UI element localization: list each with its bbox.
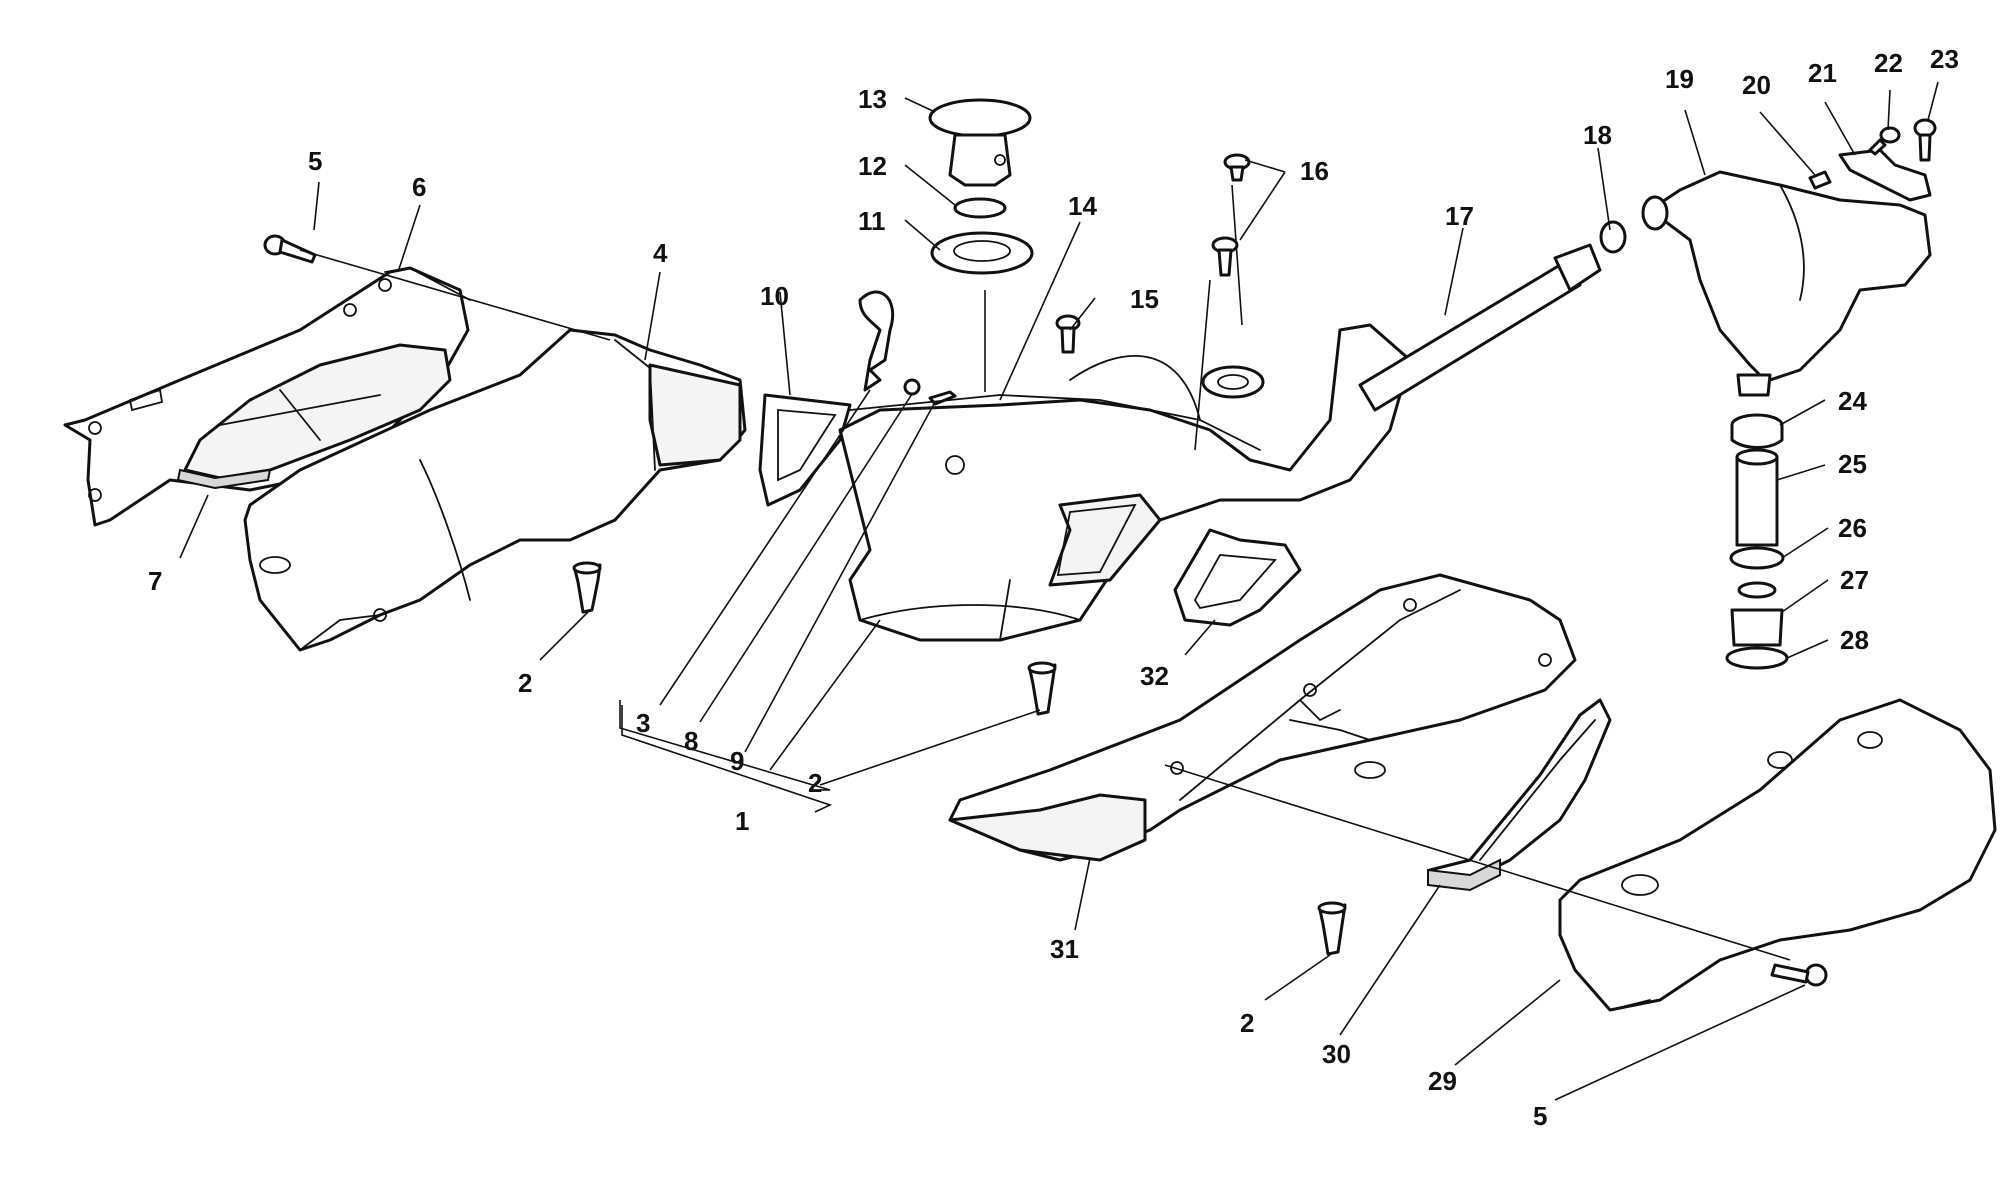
callout-4: 4: [653, 238, 668, 268]
screw-16b-part: [1211, 236, 1239, 277]
callout-5-bottom: 5: [1533, 1101, 1547, 1131]
callout-18: 18: [1583, 120, 1612, 150]
callout-6: 6: [412, 172, 426, 202]
screen-insert-part: [1427, 698, 1612, 892]
callout-2-center: 2: [808, 768, 822, 798]
callout-24: 24: [1838, 386, 1867, 416]
callout-32: 32: [1140, 661, 1169, 691]
screw-22-part: [1868, 126, 1901, 156]
side-cover-left-part: [63, 266, 470, 527]
callout-11: 11: [858, 206, 886, 236]
callout-21: 21: [1808, 58, 1837, 88]
callout-13: 13: [858, 84, 887, 114]
callout-29: 29: [1428, 1066, 1457, 1096]
filler-neck-flange-part: [930, 231, 1034, 275]
bracket-21-part: [1838, 148, 1932, 202]
screw-16a-part: [1223, 153, 1251, 182]
callout-1: 1: [735, 806, 749, 836]
bushing-27-part: [1730, 581, 1784, 647]
filter-housing-part: [1641, 170, 1932, 397]
callout-8: 8: [684, 726, 698, 756]
callout-20: 20: [1742, 70, 1771, 100]
nut-24-part: [1730, 413, 1784, 449]
screw-15-part: [1055, 314, 1081, 354]
fuel-tank-part: [838, 323, 1412, 642]
callout-14: 14: [1068, 191, 1097, 221]
filler-cap-part: [928, 98, 1032, 187]
callout-22: 22: [1874, 48, 1903, 78]
callout-26: 26: [1838, 513, 1867, 543]
callout-labels: 5 6 4 7 2 10 3 8 9 1 2 13 12 11 14 15 16…: [148, 44, 1959, 1131]
cover-right-part: [1558, 698, 1997, 1012]
callout-27: 27: [1840, 565, 1869, 595]
clamp-26-part: [1729, 546, 1785, 570]
grommet-right-part: [1317, 901, 1347, 956]
o-ring-part: [953, 197, 1007, 219]
air-box-right-part: [948, 573, 1577, 862]
gasket-32-part: [1173, 528, 1302, 627]
callout-16: 16: [1300, 156, 1329, 186]
callout-2-left: 2: [518, 668, 532, 698]
callout-17: 17: [1445, 201, 1474, 231]
washer-28-part: [1725, 646, 1789, 670]
gasket-frame-part: [758, 393, 852, 507]
grommet-center-part: [1027, 661, 1057, 716]
screw-20-part: [1808, 170, 1832, 190]
callout-28: 28: [1840, 625, 1869, 655]
air-duct-left-part: [243, 328, 747, 652]
callout-19: 19: [1665, 64, 1694, 94]
callout-25: 25: [1838, 449, 1867, 479]
latch-clip-part: [858, 290, 895, 392]
callout-15: 15: [1130, 284, 1159, 314]
callout-12: 12: [858, 151, 887, 181]
hose-part: [1358, 243, 1602, 412]
callout-7: 7: [148, 566, 162, 596]
callout-9: 9: [730, 746, 744, 776]
screw-5-right-part: [1770, 963, 1828, 987]
callout-5-top: 5: [308, 146, 322, 176]
callout-31: 31: [1050, 934, 1079, 964]
screw-23-part: [1913, 118, 1937, 162]
ring-18-part: [1599, 220, 1627, 254]
callout-3: 3: [636, 708, 650, 738]
washer-part: [903, 378, 921, 396]
leader-lines: [179, 81, 1939, 1101]
callout-2-right: 2: [1240, 1008, 1254, 1038]
callout-30: 30: [1322, 1039, 1351, 1069]
screw-5-left-part: [263, 234, 317, 264]
callout-10: 10: [760, 281, 789, 311]
grommet-left-part: [572, 561, 602, 614]
sleeve-25-part: [1735, 448, 1779, 547]
side-cover-lip-part: [384, 267, 471, 301]
callout-23: 23: [1930, 44, 1959, 74]
